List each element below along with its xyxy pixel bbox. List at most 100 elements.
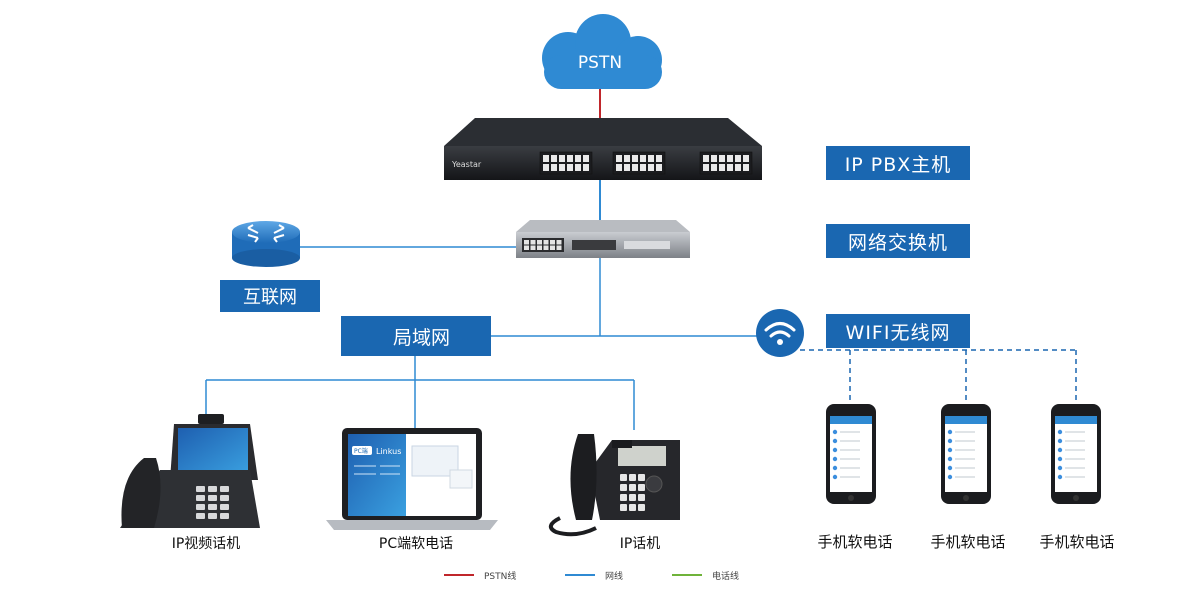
- keypad-key: [638, 484, 645, 491]
- laptop-logo-text: PC端: [354, 447, 368, 455]
- keypad-key: [638, 494, 645, 501]
- pbx-port: [711, 155, 717, 162]
- keypad-key: [208, 495, 217, 501]
- pbx-label: IP PBX主机: [826, 146, 970, 180]
- laptop-device: PC端 Linkus: [326, 428, 498, 530]
- switch-port: [537, 240, 542, 245]
- pbx-port: [719, 155, 725, 162]
- ip-phone-keypad: [620, 474, 645, 511]
- pbx-port: [648, 155, 654, 162]
- pbx-port: [632, 164, 638, 171]
- keypad-key: [629, 504, 636, 511]
- mobile-phones: [826, 404, 1101, 504]
- keypad-key: [196, 513, 205, 519]
- wifi-dashed-lines: [800, 349, 1077, 402]
- switch-port: [524, 240, 529, 245]
- mobile-2-caption: 手机软电话: [930, 533, 1006, 551]
- ip-phone-caption: IP话机: [619, 536, 661, 552]
- keypad-key: [220, 486, 229, 492]
- pbx-port: [711, 164, 717, 171]
- pbx-port: [703, 155, 709, 162]
- keypad-key: [620, 504, 627, 511]
- legend-label-phone: 电话线: [712, 572, 740, 582]
- mobile-1-caption: 手机软电话: [817, 533, 893, 551]
- pbx-port: [583, 164, 589, 171]
- pbx-port: [727, 164, 733, 171]
- router-icon: [232, 221, 300, 267]
- keypad-key: [220, 513, 229, 519]
- switch-port: [530, 245, 536, 250]
- switch-port: [537, 245, 542, 250]
- pbx-port: [648, 164, 654, 171]
- video-phone-caption: IP视频话机: [171, 536, 241, 552]
- lan-label-text: 局域网: [393, 326, 451, 349]
- keypad-key: [638, 474, 645, 481]
- pbx-port: [543, 164, 549, 171]
- pbx-port: [567, 155, 573, 162]
- wifi-label: WIFI无线网: [826, 314, 970, 348]
- pbx-port: [559, 155, 565, 162]
- pbx-ports: [543, 155, 749, 171]
- switch-ports: [524, 240, 562, 250]
- pstn-label: PSTN: [578, 53, 622, 73]
- keypad-key: [196, 486, 205, 492]
- pbx-port: [575, 155, 581, 162]
- keypad-key: [220, 495, 229, 501]
- pbx-port: [703, 164, 709, 171]
- mobile-phone-1: [826, 404, 876, 504]
- pc-softphone-caption: PC端软电话: [378, 536, 454, 552]
- keypad-key: [638, 504, 645, 511]
- keypad-key: [620, 494, 627, 501]
- pbx-port: [624, 164, 630, 171]
- keypad-key: [629, 474, 636, 481]
- video-phone-device: [120, 414, 260, 528]
- pbx-device: Yeastar: [444, 118, 762, 180]
- pstn-cloud: PSTN: [542, 14, 662, 89]
- legend-label-net: 网线: [605, 572, 624, 582]
- keypad-key: [208, 513, 217, 519]
- switch-port: [550, 245, 555, 250]
- pbx-port: [551, 164, 557, 171]
- keypad-key: [620, 474, 627, 481]
- pbx-port: [551, 155, 557, 162]
- pbx-port: [735, 155, 741, 162]
- switch-port: [524, 245, 529, 250]
- pbx-brand-label: Yeastar: [451, 160, 482, 169]
- wifi-icon: [756, 309, 804, 357]
- video-phone-keypad: [196, 486, 229, 519]
- switch-port: [543, 240, 549, 245]
- pbx-port: [735, 164, 741, 171]
- pbx-port: [719, 164, 725, 171]
- pbx-port: [743, 164, 749, 171]
- pbx-port: [727, 155, 733, 162]
- switch-port: [543, 245, 549, 250]
- switch-port: [556, 245, 562, 250]
- internet-label: 互联网: [220, 280, 320, 312]
- keypad-key: [629, 494, 636, 501]
- keypad-key: [620, 484, 627, 491]
- pbx-port: [640, 155, 646, 162]
- keypad-key: [196, 495, 205, 501]
- ip-phone-device: [548, 434, 680, 537]
- keypad-key: [196, 504, 205, 510]
- keypad-key: [208, 504, 217, 510]
- switch-label: 网络交换机: [826, 224, 970, 258]
- connection-lines: [205, 88, 1077, 430]
- pbx-port: [640, 164, 646, 171]
- pbx-port: [624, 155, 630, 162]
- pbx-port: [559, 164, 565, 171]
- pbx-port: [567, 164, 573, 171]
- pbx-port: [616, 155, 622, 162]
- pbx-port: [656, 164, 662, 171]
- pbx-port: [543, 155, 549, 162]
- pbx-port: [743, 155, 749, 162]
- legend-label-pstn: PSTN线: [484, 572, 517, 582]
- pbx-port: [632, 155, 638, 162]
- keypad-key: [220, 504, 229, 510]
- switch-port: [550, 240, 555, 245]
- mobile-phone-3: [1051, 404, 1101, 504]
- keypad-key: [208, 486, 217, 492]
- network-switch: [516, 220, 690, 258]
